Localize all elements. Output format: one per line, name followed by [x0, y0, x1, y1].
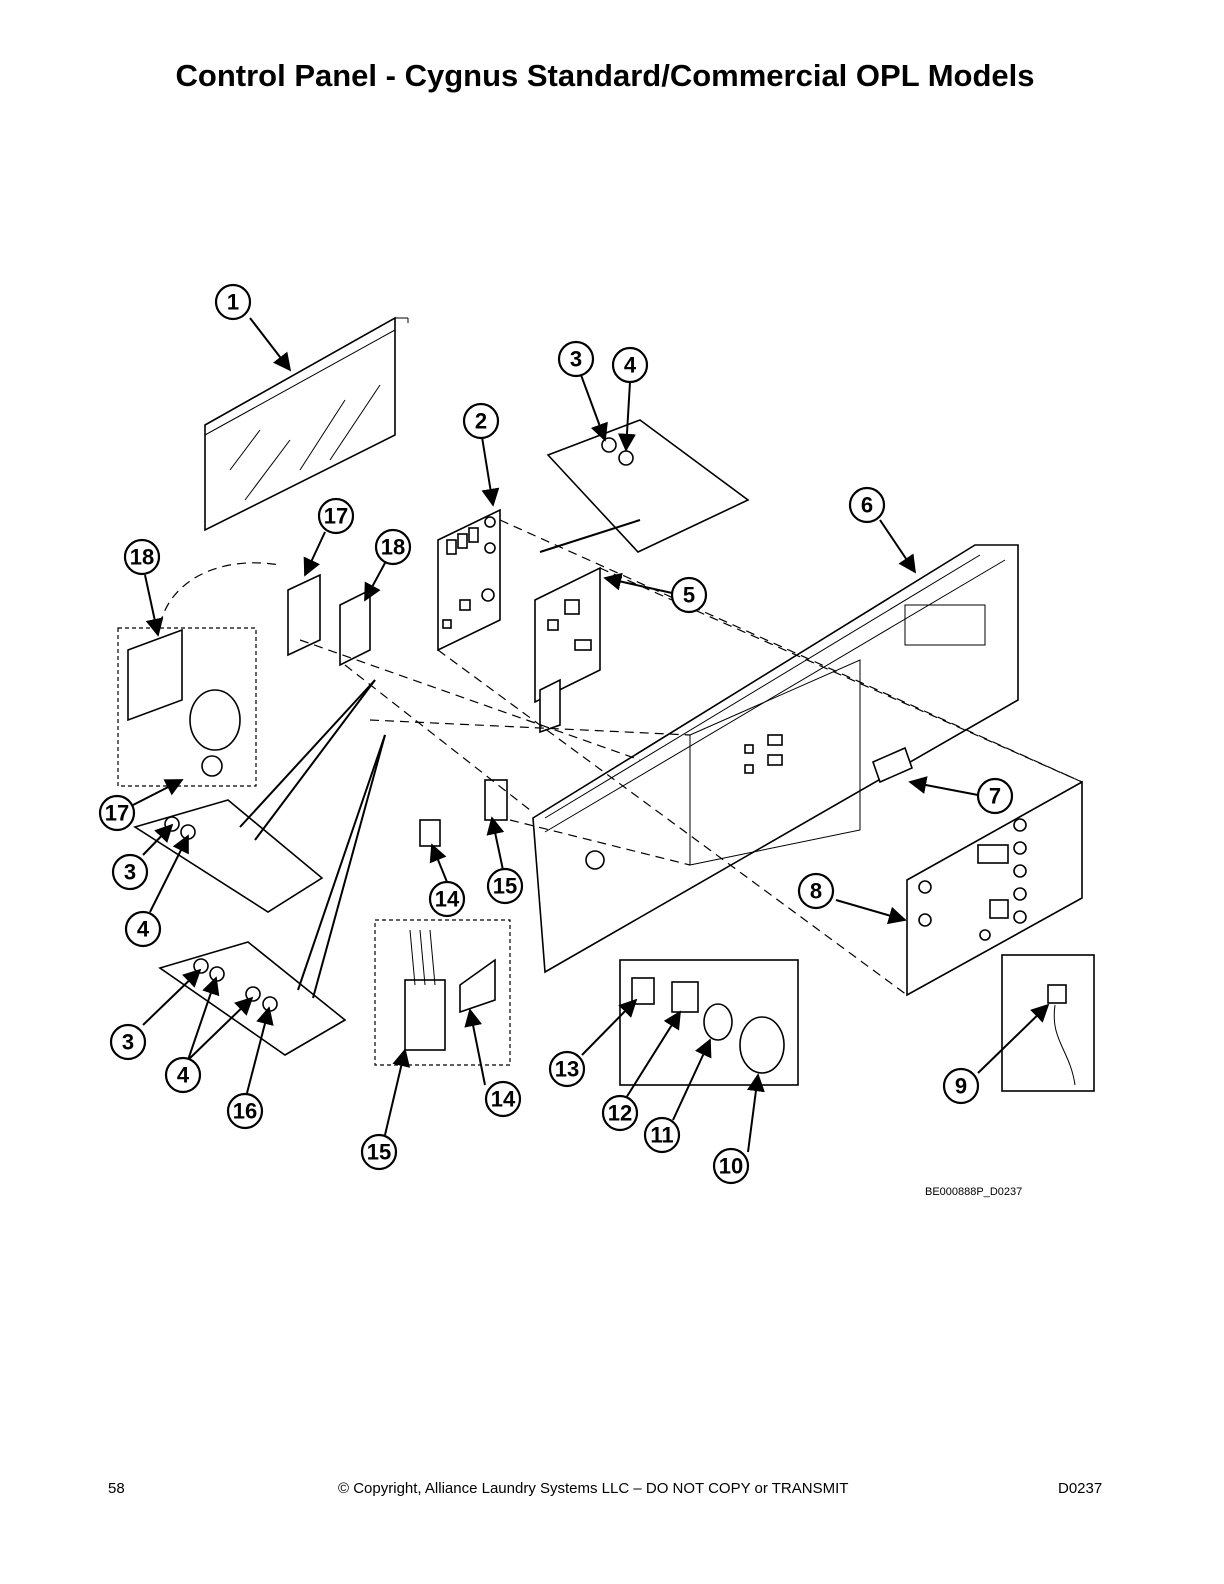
- part-card-reader: [374, 779, 511, 1066]
- svg-text:5: 5: [683, 583, 695, 608]
- part-board-housing: [534, 566, 601, 734]
- part-glass-overlay: [204, 316, 409, 532]
- svg-text:4: 4: [177, 1063, 190, 1088]
- svg-text:14: 14: [491, 1087, 516, 1112]
- svg-text:4: 4: [624, 353, 637, 378]
- svg-text:3: 3: [570, 347, 582, 372]
- svg-text:7: 7: [989, 784, 1001, 809]
- svg-text:11: 11: [650, 1123, 673, 1148]
- part-hardware-detail-mid: [133, 799, 324, 913]
- svg-text:16: 16: [233, 1099, 257, 1124]
- callout-16: 16: [226, 1092, 264, 1130]
- svg-text:18: 18: [381, 535, 405, 560]
- svg-text:4: 4: [137, 917, 150, 942]
- svg-text:3: 3: [124, 860, 136, 885]
- callout-4-top: 4: [611, 346, 649, 384]
- document-code: D0237: [1058, 1480, 1103, 1497]
- copyright-notice: © Copyright, Alliance Laundry Systems LL…: [338, 1480, 849, 1497]
- part-17-18-detail: [117, 562, 371, 787]
- callout-15-lower: 15: [360, 1133, 398, 1171]
- part-circuit-board: [437, 508, 501, 652]
- callout-11: 11: [643, 1116, 681, 1154]
- part-main-panel: [532, 544, 1019, 974]
- callout-18-left: 18: [123, 538, 161, 576]
- svg-text:15: 15: [367, 1140, 391, 1165]
- callout-12: 12: [601, 1094, 639, 1132]
- callout-18-top: 18: [374, 528, 412, 566]
- svg-text:2: 2: [475, 409, 487, 434]
- callout-8: 8: [797, 872, 835, 910]
- callout-4-mid: 4: [124, 910, 162, 948]
- svg-text:12: 12: [608, 1101, 632, 1126]
- part-button-assembly: [619, 959, 799, 1086]
- leader-lines: [132, 317, 1050, 1153]
- page-number: 58: [108, 1480, 125, 1497]
- part-hardware-detail-top: [546, 419, 750, 553]
- svg-text:10: 10: [719, 1154, 743, 1179]
- callout-1: 1: [214, 283, 252, 321]
- part-hardware-detail-bottom: [158, 941, 347, 1056]
- drawing-reference: BE000888P_D0237: [925, 1186, 1023, 1198]
- callout-3-bottom: 3: [109, 1023, 147, 1061]
- svg-text:15: 15: [493, 874, 517, 899]
- svg-text:17: 17: [324, 504, 348, 529]
- callout-17-top: 17: [317, 497, 355, 535]
- part-lens: [871, 746, 914, 784]
- callout-7: 7: [976, 777, 1014, 815]
- part-sensor-cable: [1001, 954, 1095, 1092]
- svg-text:3: 3: [122, 1030, 134, 1055]
- svg-text:1: 1: [227, 290, 239, 315]
- callout-2: 2: [462, 402, 500, 440]
- svg-text:17: 17: [105, 801, 129, 826]
- part-keypad-overlay: [906, 780, 1083, 997]
- svg-text:6: 6: [861, 493, 873, 518]
- svg-text:14: 14: [435, 887, 460, 912]
- callout-3-mid: 3: [111, 853, 149, 891]
- callout-14-upper: 14: [428, 880, 466, 918]
- callout-3-top: 3: [557, 340, 595, 378]
- callout-10: 10: [712, 1147, 750, 1185]
- svg-text:8: 8: [810, 879, 822, 904]
- assembly-lines: [299, 519, 1083, 996]
- page-title: Control Panel - Cygnus Standard/Commerci…: [175, 58, 1035, 93]
- callout-4-bottom: 4: [164, 1056, 202, 1094]
- callout-13: 13: [548, 1050, 586, 1088]
- callout-5: 5: [670, 576, 708, 614]
- callout-14-lower: 14: [484, 1080, 522, 1118]
- svg-text:13: 13: [555, 1057, 579, 1082]
- svg-text:18: 18: [130, 545, 154, 570]
- callout-15-upper: 15: [486, 867, 524, 905]
- callout-6: 6: [848, 486, 886, 524]
- callout-9: 9: [942, 1067, 980, 1105]
- svg-text:9: 9: [955, 1074, 967, 1099]
- callout-17-left: 17: [98, 794, 136, 832]
